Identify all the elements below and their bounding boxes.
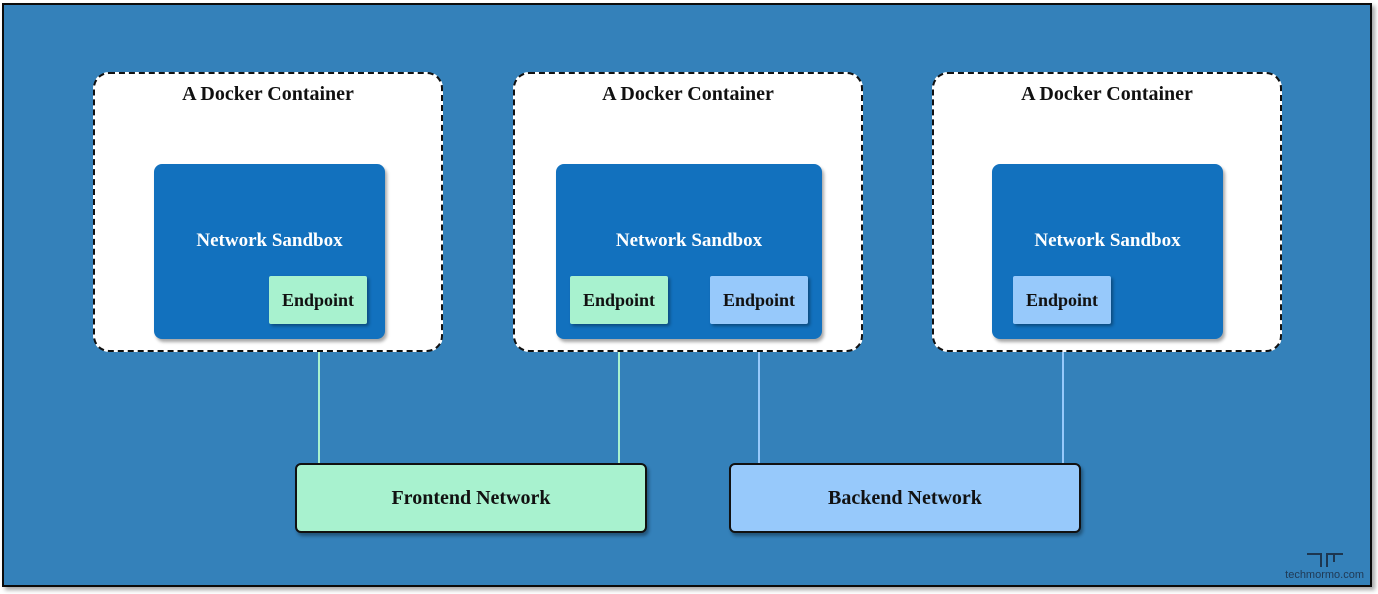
- endpoint-backend: Endpoint: [1013, 276, 1111, 324]
- techmormo-logo: techmormo.com: [1285, 552, 1364, 581]
- docker-container-1: A Docker Container Network Sandbox Endpo…: [93, 72, 443, 352]
- sandbox-title: Network Sandbox: [1034, 230, 1181, 251]
- sandbox-title: Network Sandbox: [615, 230, 763, 251]
- endpoint-backend: Endpoint: [710, 276, 808, 324]
- container-title: A Docker Container: [1021, 83, 1193, 105]
- docker-container-3: A Docker Container Network Sandbox Endpo…: [932, 72, 1282, 352]
- endpoint-frontend: Endpoint: [570, 276, 668, 324]
- logo-text: techmormo.com: [1285, 569, 1364, 581]
- frontend-network: Frontend Network: [295, 463, 647, 533]
- network-sandbox-1: Network Sandbox Endpoint: [154, 164, 385, 339]
- network-sandbox-3: Network Sandbox Endpoint: [992, 164, 1223, 339]
- container-title: A Docker Container: [182, 83, 354, 105]
- endpoint-frontend: Endpoint: [269, 276, 367, 324]
- diagram-canvas: A Docker Container Network Sandbox Endpo…: [2, 3, 1372, 587]
- docker-container-2: A Docker Container Network Sandbox Endpo…: [513, 72, 863, 352]
- connection-lines: [318, 339, 1064, 465]
- container-title: A Docker Container: [602, 83, 774, 105]
- network-sandbox-2: Network Sandbox Endpoint Endpoint: [556, 164, 822, 339]
- backend-network: Backend Network: [729, 463, 1081, 533]
- sandbox-title: Network Sandbox: [196, 230, 343, 251]
- techmormo-logo-icon: [1306, 553, 1343, 567]
